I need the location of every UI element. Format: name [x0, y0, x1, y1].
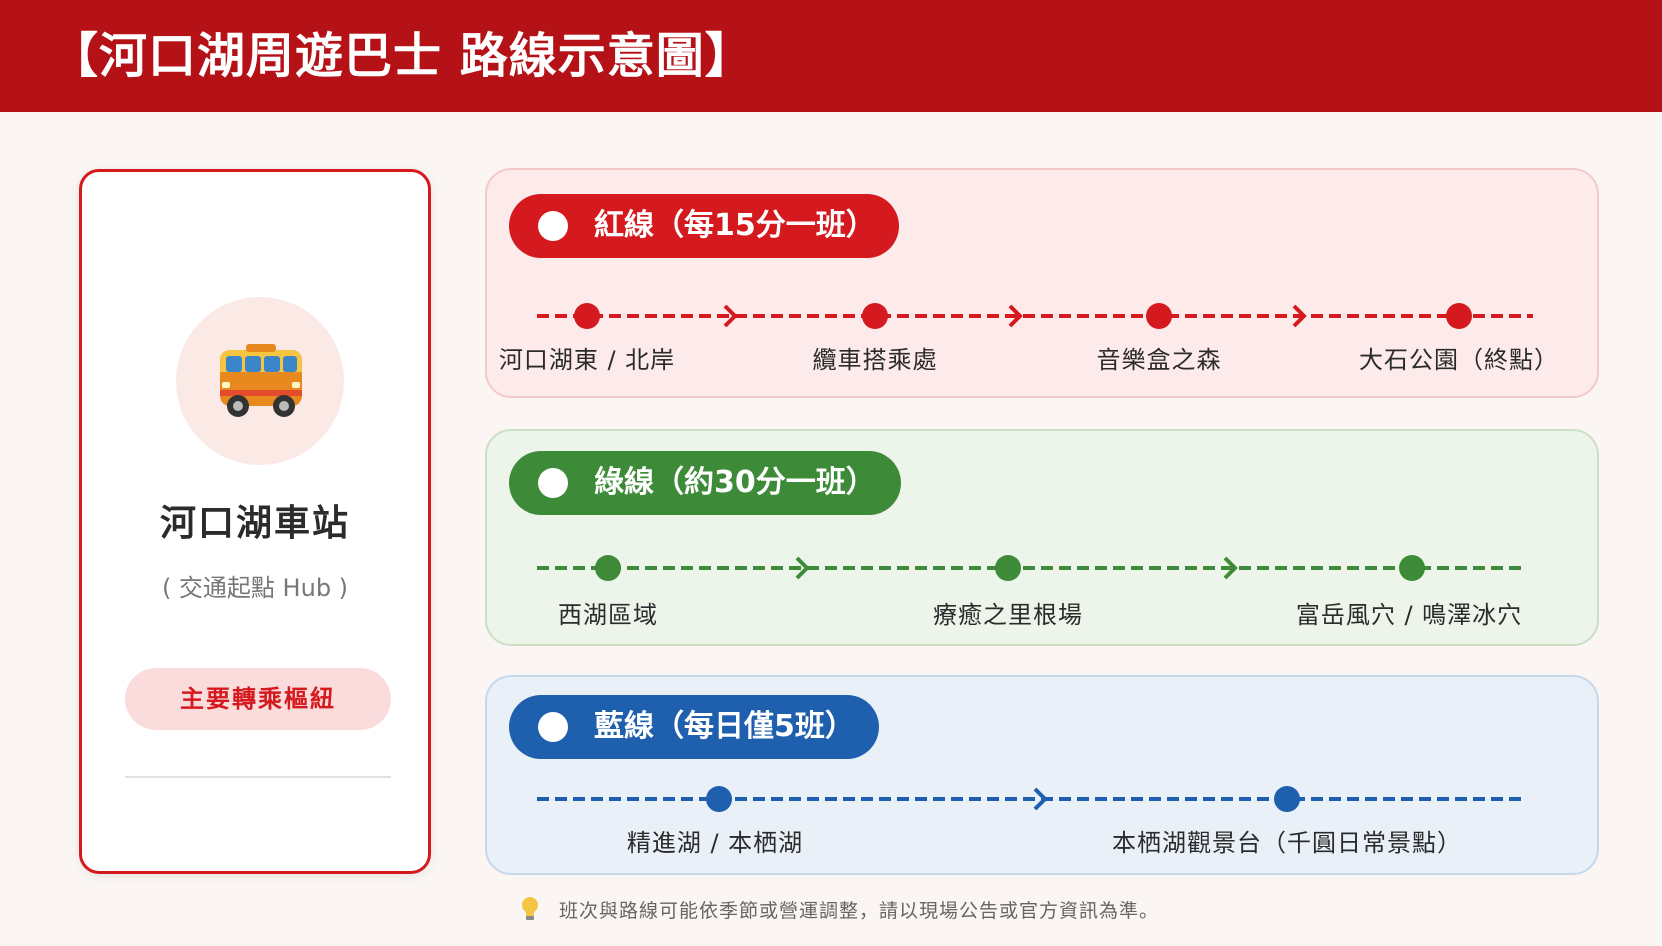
route-line-green — [537, 555, 1527, 581]
stop-marker — [595, 555, 621, 581]
route-label-text: 藍線（每日僅5班） — [594, 709, 855, 744]
footnote-text: 班次與路線可能依季節或營運調整，請以現場公告或官方資訊為準。 — [559, 900, 1160, 922]
route-panel-green: 綠線（約30分一班） 西湖區域 療癒之里根場 富岳風穴 / 鳴澤冰穴 — [485, 429, 1599, 646]
arrow-icon — [723, 304, 738, 328]
stop-marker — [1399, 555, 1425, 581]
stop-marker — [1146, 303, 1172, 329]
route-line-red — [537, 303, 1533, 329]
arrow-icon — [795, 556, 810, 580]
route-label-red: 紅線（每15分一班） — [509, 194, 899, 258]
stop-label: 療癒之里根場 — [933, 601, 1083, 629]
arrow-icon — [1223, 556, 1238, 580]
stop-marker — [995, 555, 1021, 581]
bus-icon — [220, 344, 302, 417]
stop-label: 精進湖 / 本栖湖 — [626, 829, 804, 857]
hub-card: 河口湖車站 ( 交通起點 Hub ) 主要轉乘樞紐 — [79, 169, 431, 874]
route-label-blue: 藍線（每日僅5班） — [509, 695, 879, 759]
stop-label: 本栖湖觀景台（千圓日常景點） — [1112, 829, 1462, 857]
hub-subtitle: ( 交通起點 Hub ) — [161, 574, 349, 602]
route-panel-red: 紅線（每15分一班） 河口湖東 / 北岸 纜車搭乘處 音樂盒之森 大石公園（終點… — [485, 168, 1599, 398]
route-dot-icon — [538, 712, 568, 742]
stop-label: 纜車搭乘處 — [812, 346, 938, 374]
stop-marker — [862, 303, 888, 329]
arrow-icon — [1008, 304, 1023, 328]
stop-label: 音樂盒之森 — [1096, 346, 1222, 374]
stop-marker — [1446, 303, 1472, 329]
arrow-icon — [1292, 304, 1307, 328]
stop-marker — [574, 303, 600, 329]
hub-divider — [125, 776, 391, 778]
route-panel-blue: 藍線（每日僅5班） 精進湖 / 本栖湖 本栖湖觀景台（千圓日常景點） — [485, 675, 1599, 875]
stop-label: 西湖區域 — [558, 601, 658, 629]
stop-label: 河口湖東 / 北岸 — [498, 346, 676, 374]
stop-marker — [1274, 786, 1300, 812]
stop-marker — [706, 786, 732, 812]
route-label-text: 綠線（約30分一班） — [594, 465, 876, 500]
route-line-blue — [537, 786, 1527, 812]
hub-badge: 主要轉乘樞紐 — [125, 668, 391, 730]
route-label-green: 綠線（約30分一班） — [509, 451, 901, 515]
hub-station-name: 河口湖車站 — [159, 503, 350, 544]
route-dot-icon — [538, 468, 568, 498]
arrow-icon — [1033, 787, 1048, 811]
route-dot-icon — [538, 211, 568, 241]
lightbulb-icon — [522, 897, 538, 920]
stop-label: 富岳風穴 / 鳴澤冰穴 — [1295, 601, 1523, 629]
page-title: 【河口湖周遊巴士 路線示意圖】 — [50, 28, 754, 84]
footnote: 班次與路線可能依季節或營運調整，請以現場公告或官方資訊為準。 — [520, 896, 1159, 923]
page-header: 【河口湖周遊巴士 路線示意圖】 — [0, 0, 1662, 112]
bus-icon-container — [176, 297, 344, 465]
route-label-text: 紅線（每15分一班） — [594, 208, 876, 243]
stop-label: 大石公園（終點） — [1359, 346, 1559, 374]
